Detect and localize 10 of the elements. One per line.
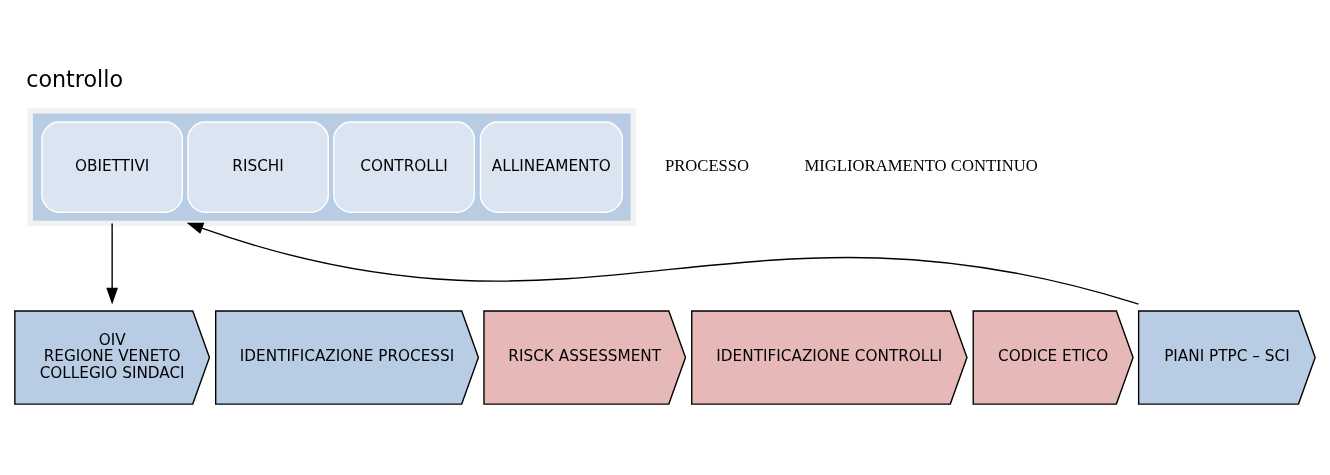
diagram-title: controllo [26, 65, 124, 92]
arrow [186, 222, 1140, 305]
node-box: RISCHI [187, 120, 329, 213]
label: PROCESSO [664, 155, 750, 175]
label: MIGLIORAMENTO CONTINUO [804, 155, 1038, 175]
node-box: OBIETTIVI [41, 120, 184, 213]
node-box: CONTROLLI [333, 120, 475, 213]
arrow [106, 222, 118, 304]
cluster [27, 107, 637, 226]
node-box: ALLINEAMENTO [479, 120, 623, 213]
